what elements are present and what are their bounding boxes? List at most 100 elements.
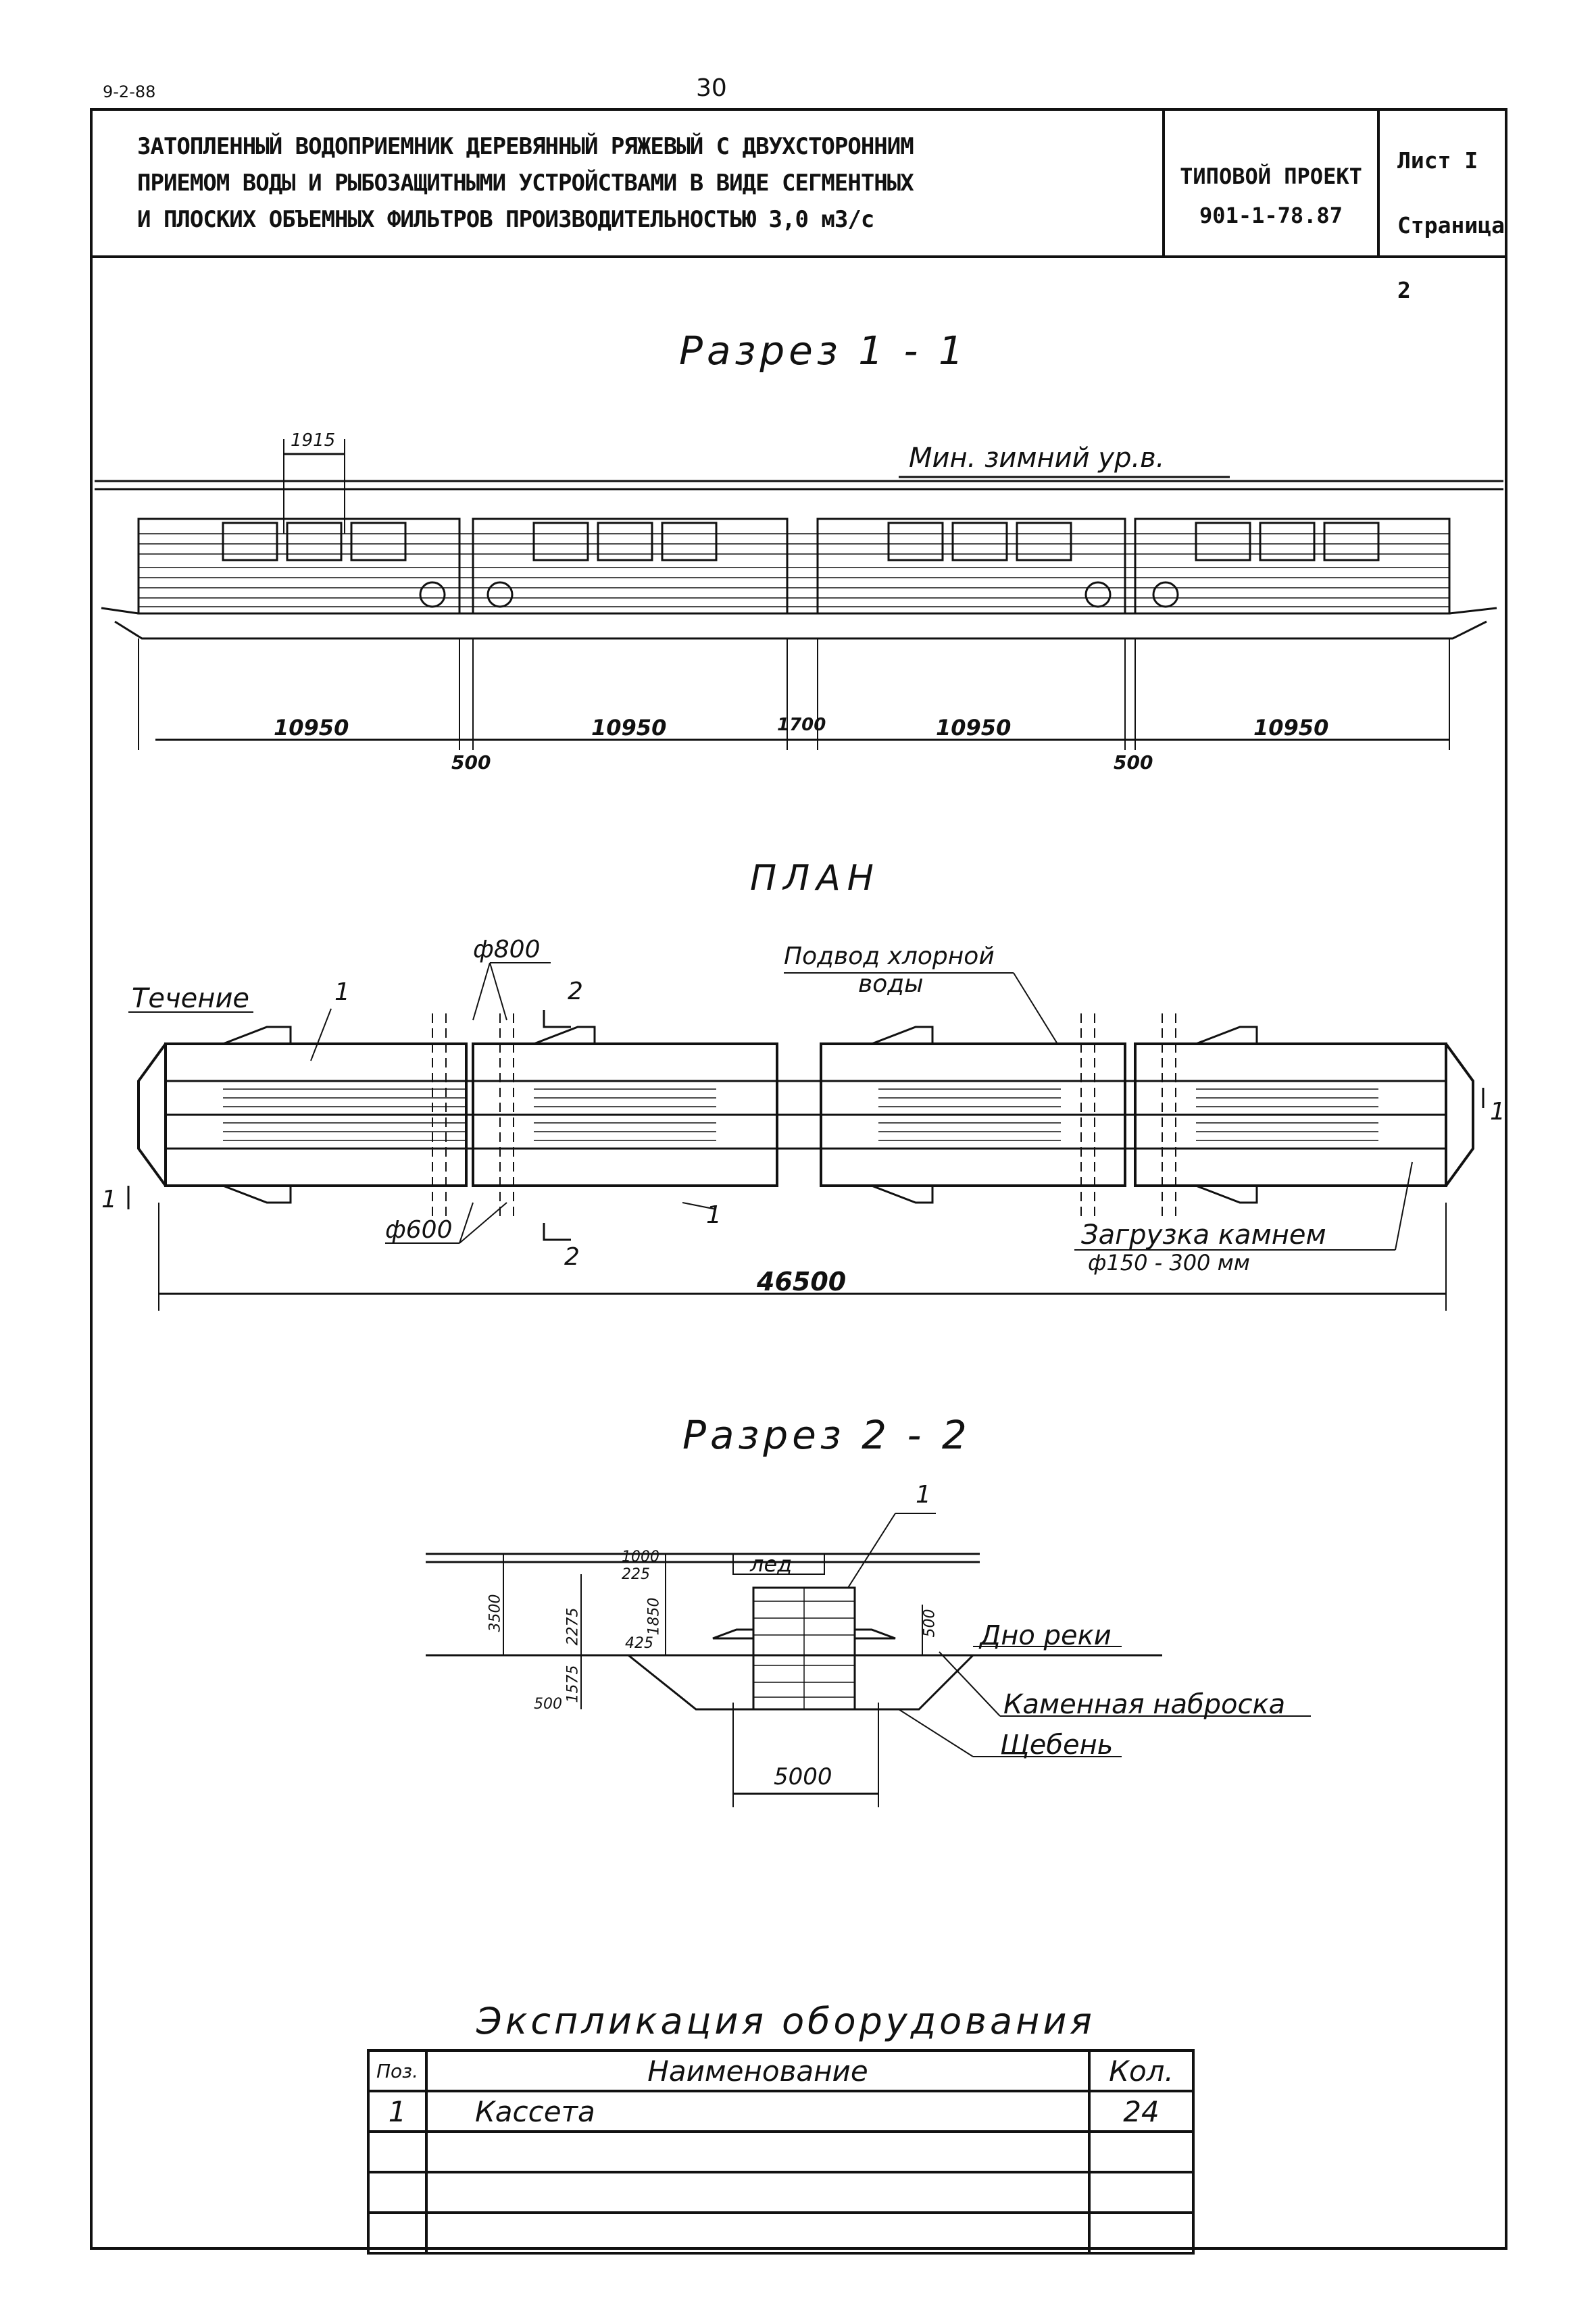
deflector <box>871 1026 934 1045</box>
cut-mark <box>543 1223 571 1241</box>
dim-label: 10950 <box>1253 715 1329 740</box>
plan-cassette-hatching <box>223 1088 1378 1141</box>
leader-line <box>939 1651 1001 1717</box>
cut-label: 1 <box>1490 1098 1505 1126</box>
pipe-circle <box>419 581 1179 608</box>
col-pos: Поз. <box>367 2049 428 2092</box>
sheet-cell: Лист I Страница 2 <box>1397 128 1505 323</box>
leader-line <box>682 1202 717 1210</box>
dim-label: 1000 <box>622 1549 659 1565</box>
water-level-label: Мин. зимний ур.в. <box>909 443 1165 474</box>
plan-title: ПЛАН <box>750 858 880 899</box>
dim-label: 425 <box>625 1635 653 1652</box>
page-number: 30 <box>696 74 727 102</box>
section-window <box>222 522 1380 561</box>
plan-grid <box>166 1080 1446 1150</box>
col-name: Наименование <box>424 2049 1091 2092</box>
row-qty: 24 <box>1088 2090 1195 2133</box>
project-cell: ТИПОВОЙ ПРОЕКТ 901-1-78.87 <box>1165 157 1377 235</box>
riverbed-label: Дно реки <box>980 1620 1112 1651</box>
table-row-empty <box>367 2211 1195 2255</box>
title-divider <box>1377 108 1380 255</box>
section-1-1-title: Разрез 1 - 1 <box>679 328 968 374</box>
pipe-label: ф800 <box>473 936 541 963</box>
doc-code: 9-2-88 <box>103 82 156 101</box>
dim-label: 500 <box>1114 751 1153 774</box>
cut-label: 1 <box>101 1186 117 1213</box>
leader-line <box>1013 972 1058 1045</box>
chlorine-label-line-2: воды <box>858 970 924 998</box>
pipe-label: ф600 <box>385 1216 453 1244</box>
page-label: Страница 2 <box>1397 212 1505 303</box>
dim-label: 10950 <box>936 715 1012 740</box>
section-base <box>101 607 1497 615</box>
sheet-number: Лист I <box>1397 147 1478 174</box>
dim-label: 1700 <box>777 715 826 735</box>
project-code: 901-1-78.87 <box>1199 203 1343 228</box>
row-pos: 1 <box>367 2090 428 2133</box>
deflector <box>853 1628 896 1640</box>
dim-label: 10950 <box>591 715 667 740</box>
crib-hatching <box>753 1588 855 1709</box>
col-qty: Кол. <box>1088 2049 1195 2092</box>
cut-label: 2 <box>564 1243 580 1271</box>
deflector <box>533 1026 596 1045</box>
table-row-empty <box>367 2171 1195 2214</box>
title-line-1: ЗАТОПЛЕННЫЙ ВОДОПРИЕМНИК ДЕРЕВЯННЫЙ РЯЖЕ… <box>137 133 914 160</box>
pipe-dashed <box>432 1013 1176 1216</box>
dim-label: 2275 <box>564 1607 582 1646</box>
marker-label: 1 <box>916 1481 931 1509</box>
deflector <box>1195 1026 1258 1045</box>
dim-label: 500 <box>534 1696 562 1713</box>
dim-label: 1575 <box>564 1665 582 1703</box>
leader-line <box>459 1202 507 1244</box>
deflector <box>222 1184 292 1204</box>
dim-label: 10950 <box>274 715 349 740</box>
leader-line <box>847 1513 896 1588</box>
chlorine-label-line-1: Подвод хлорной <box>784 942 995 970</box>
table-row-empty <box>367 2130 1195 2173</box>
total-length-label: 46500 <box>757 1267 847 1297</box>
row-name: Кассета <box>424 2090 1091 2133</box>
deflector <box>712 1628 755 1640</box>
leader-line <box>898 1709 974 1757</box>
dim-label: 225 <box>622 1566 650 1583</box>
dim-label: 1915 <box>291 430 336 451</box>
stone-label: Загрузка камнем <box>1081 1219 1326 1251</box>
marker-label: 1 <box>706 1201 722 1229</box>
title-text: ЗАТОПЛЕННЫЙ ВОДОПРИЕМНИК ДЕРЕВЯННЫЙ РЯЖЕ… <box>137 128 1137 238</box>
marker-label: 1 <box>334 978 350 1006</box>
deflector <box>1195 1184 1258 1204</box>
leader-line <box>459 1202 474 1244</box>
plan-end-cap <box>137 1042 167 1187</box>
dim-label: 500 <box>921 1609 939 1638</box>
dim-label: 5000 <box>774 1763 832 1790</box>
plan-end-cap <box>1445 1042 1474 1187</box>
leader-line <box>1395 1161 1413 1251</box>
timber-hatching <box>139 533 1449 607</box>
deflector <box>222 1026 292 1045</box>
ice-block <box>732 1553 825 1575</box>
explication-table: Поз. Наименование Кол. 1 Кассета 24 <box>367 2049 1195 2255</box>
title-line-3: И ПЛОСКИХ ОБЪЕМНЫХ ФИЛЬТРОВ ПРОИЗВОДИТЕЛ… <box>137 206 874 233</box>
gravel-label: Щебень <box>1000 1730 1114 1761</box>
flow-label: Течение <box>132 983 250 1014</box>
cut-mark <box>543 1010 571 1028</box>
cut-label: 2 <box>568 978 583 1005</box>
title-line-2: ПРИЕМОМ ВОДЫ И РЫБОЗАЩИТНЫМИ УСТРОЙСТВАМ… <box>137 170 914 197</box>
riprap-label: Каменная наброска <box>1003 1689 1286 1720</box>
explication-title: Экспликация оборудования <box>476 2000 1095 2042</box>
leader-line <box>310 1008 332 1061</box>
table-row: 1 Кассета 24 <box>367 2090 1195 2133</box>
dim-label: 3500 <box>487 1594 504 1632</box>
section-2-2-title: Разрез 2 - 2 <box>682 1412 971 1458</box>
stone-size-label: ф150 - 300 мм <box>1088 1250 1250 1276</box>
title-divider <box>1162 108 1165 255</box>
section-block <box>137 518 1451 615</box>
leader-line <box>472 962 491 1021</box>
table-header-row: Поз. Наименование Кол. <box>367 2049 1195 2092</box>
dim-label: 1850 <box>645 1597 663 1636</box>
chlorine-label: Подвод хлорной воды <box>784 942 995 998</box>
dim-label: 500 <box>451 751 491 774</box>
